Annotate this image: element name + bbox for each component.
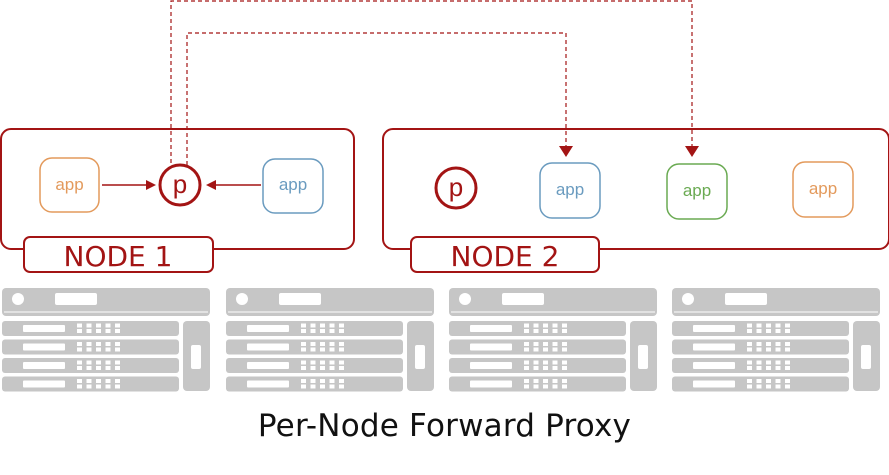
node-label: NODE 1 — [64, 240, 173, 273]
app-label: app — [279, 175, 307, 194]
server-rack — [226, 288, 434, 392]
server-unit — [2, 358, 179, 373]
app-label: app — [55, 175, 83, 194]
server-unit — [2, 321, 179, 336]
server-unit — [2, 339, 179, 355]
app-label: app — [809, 179, 837, 198]
node-label: NODE 2 — [451, 240, 560, 273]
app-blue[interactable] — [539, 162, 601, 219]
power-led-icon — [12, 293, 24, 305]
server-rack — [449, 288, 657, 392]
app-label: app — [556, 180, 584, 199]
power-led-icon — [682, 293, 694, 305]
arrow-down-icon — [559, 146, 573, 157]
server-unit — [449, 321, 626, 336]
server-unit — [449, 339, 626, 355]
app-green[interactable] — [666, 163, 728, 220]
server-unit — [672, 339, 849, 355]
proxy-icon[interactable] — [158, 163, 202, 207]
server-unit — [226, 358, 403, 373]
arrow-down-icon — [685, 146, 699, 157]
server-rack — [672, 288, 880, 392]
server-unit — [672, 358, 849, 373]
node-2: p app app app NODE 2 — [382, 128, 889, 273]
server-unit — [226, 376, 403, 392]
server-racks — [2, 288, 880, 392]
app-label: app — [683, 181, 711, 200]
server-unit — [226, 339, 403, 355]
server-unit — [672, 321, 849, 336]
node-1: app p app NODE 1 — [0, 128, 355, 273]
rack-handle-icon — [861, 345, 871, 369]
server-unit — [226, 321, 403, 336]
rack-handle-icon — [415, 345, 425, 369]
rack-handle-icon — [191, 345, 201, 369]
rack-handle-icon — [638, 345, 648, 369]
server-unit — [449, 376, 626, 392]
app-orange[interactable] — [792, 161, 854, 218]
proxy-icon[interactable] — [434, 166, 478, 210]
proxy-label: p — [449, 172, 463, 202]
diagram-caption: Per-Node Forward Proxy — [257, 408, 632, 444]
server-rack — [2, 288, 210, 392]
power-led-icon — [236, 293, 248, 305]
server-unit — [449, 358, 626, 373]
server-unit — [672, 376, 849, 392]
app-blue[interactable] — [262, 158, 324, 214]
connection-node1-proxy-to-node2-blue-app — [186, 32, 573, 165]
app-orange[interactable] — [39, 157, 100, 213]
power-led-icon — [459, 293, 471, 305]
proxy-label: p — [173, 169, 187, 199]
server-unit — [2, 376, 179, 392]
connection-node1-proxy-to-node2-green-app — [170, 0, 699, 170]
